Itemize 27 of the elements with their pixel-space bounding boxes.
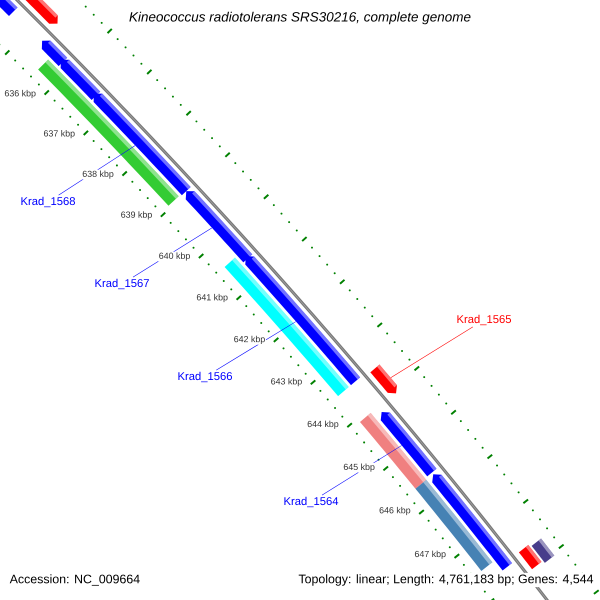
tick-label: 646 kbp bbox=[378, 506, 412, 516]
tick-label: 639 kbp bbox=[120, 210, 153, 220]
tick-label: 647 kbp bbox=[414, 550, 447, 560]
gene-feature bbox=[370, 364, 397, 394]
tick-label: 645 kbp bbox=[342, 462, 376, 472]
tick-label: 643 kbp bbox=[270, 377, 303, 387]
gene-feature bbox=[380, 412, 437, 476]
gene-feature bbox=[532, 538, 554, 563]
tick-label: 644 kbp bbox=[306, 420, 340, 430]
tick-label: 640 kbp bbox=[158, 252, 191, 262]
leader-line bbox=[390, 326, 474, 378]
gene-feature bbox=[60, 60, 100, 100]
tick-label: 641 kbp bbox=[196, 293, 229, 303]
gene-label: Krad_1567 bbox=[95, 278, 149, 290]
tick-label: 637 kbp bbox=[42, 129, 76, 139]
tick-label: 636 kbp bbox=[4, 89, 37, 99]
leader-line bbox=[216, 321, 296, 370]
tick-label: 638 kbp bbox=[82, 170, 114, 180]
accession-text: Accession: NC_009664 bbox=[8, 572, 142, 588]
gene-label: Krad_1568 bbox=[21, 196, 75, 208]
tick-label: 642 kbp bbox=[233, 335, 266, 345]
gene-label: Krad_1565 bbox=[457, 314, 512, 326]
gene-feature bbox=[0, 0, 18, 16]
title: Kineococcus radiotolerans SRS30216, complete genome bbox=[128, 10, 472, 26]
gene-label: Krad_1566 bbox=[178, 372, 232, 382]
genome-info-text: Topology: linear; Length: 4,761,183 bp; Genes: 4,544 bbox=[297, 572, 595, 588]
gene-label: Krad_1564 bbox=[284, 496, 338, 508]
